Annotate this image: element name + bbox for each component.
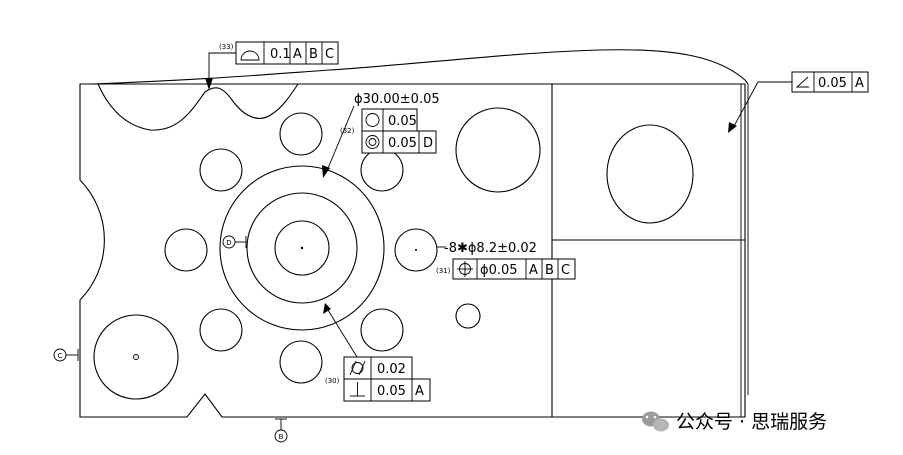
fcf-profile-datum-c: C bbox=[325, 47, 334, 62]
callout-ref: (31) bbox=[436, 267, 451, 275]
datum-c-label: C bbox=[58, 352, 63, 360]
hole bbox=[199, 308, 243, 352]
fcf-position-tolerance: ϕ0.05 bbox=[480, 263, 518, 278]
cylindricity-icon bbox=[349, 360, 366, 376]
fcf-profile-datum-a: A bbox=[293, 47, 302, 62]
leader-arrow bbox=[322, 165, 330, 178]
small-hole bbox=[455, 303, 481, 329]
fcf-concentricity-frame bbox=[361, 130, 437, 154]
watermark-text: 公众号 · 思瑞服务 bbox=[676, 411, 827, 433]
fcf-profile-tolerance: 0.1 bbox=[270, 47, 291, 62]
wechat-icon bbox=[642, 411, 669, 432]
fcf-perpendicularity-frame bbox=[343, 378, 431, 402]
leader-line bbox=[325, 105, 355, 174]
datum-d-marker bbox=[222, 235, 236, 249]
fcf-position-datum-a: A bbox=[529, 263, 538, 278]
leader-line bbox=[732, 81, 792, 129]
leader-line bbox=[208, 52, 236, 86]
fcf-angularity-tolerance: 0.05 bbox=[818, 76, 847, 91]
fcf-perpendicularity-datum: A bbox=[415, 384, 424, 399]
callout-ref: (32) bbox=[340, 127, 355, 135]
angularity-icon bbox=[795, 76, 809, 88]
bore-middle-ring bbox=[246, 192, 358, 304]
bore-inner-ring bbox=[274, 220, 330, 276]
hole bbox=[360, 148, 404, 192]
datum-d-label: D bbox=[226, 239, 231, 247]
fcf-position-frame bbox=[452, 258, 576, 280]
leader-arrow bbox=[205, 78, 213, 90]
hole bbox=[279, 112, 323, 156]
hole bbox=[164, 228, 208, 272]
bore-outer-ring bbox=[219, 165, 385, 331]
position-icon bbox=[457, 261, 473, 277]
bottom-left-bore bbox=[93, 314, 179, 400]
profile-of-surface-icon bbox=[240, 50, 260, 61]
fcf-concentricity-tolerance: 0.05 bbox=[388, 136, 417, 151]
datum-b-marker bbox=[274, 429, 288, 443]
large-hole bbox=[455, 107, 541, 193]
datum-c-marker bbox=[53, 348, 67, 362]
callout-ref: (30) bbox=[325, 377, 340, 385]
callout-ref: (33) bbox=[219, 43, 234, 51]
hole bbox=[394, 228, 438, 272]
fcf-concentricity-datum: D bbox=[423, 136, 433, 151]
bore-center-dot bbox=[300, 246, 304, 250]
perpendicularity-icon bbox=[350, 382, 365, 397]
fcf-circularity-tolerance: 0.05 bbox=[388, 114, 417, 129]
fcf-profile-datum-b: B bbox=[309, 47, 318, 62]
leader-arrow bbox=[728, 122, 737, 133]
hole bbox=[279, 340, 323, 384]
fcf-perpendicularity-tolerance: 0.05 bbox=[377, 384, 406, 399]
top-surface-curve bbox=[91, 49, 749, 85]
holes-size-label: -8✱ϕ8.2±0.02 bbox=[444, 241, 537, 256]
fcf-position-datum-b: B bbox=[545, 263, 554, 278]
scalloped-edge bbox=[97, 83, 299, 131]
datum-b-label: B bbox=[279, 433, 284, 441]
bottom-left-bore-center bbox=[133, 354, 139, 360]
fcf-cylindricity-tolerance: 0.02 bbox=[377, 362, 406, 377]
leader-line bbox=[327, 309, 358, 358]
concentricity-icon bbox=[365, 135, 380, 149]
circularity-icon bbox=[365, 113, 380, 127]
hole-center-dot bbox=[415, 249, 417, 251]
pocket-ellipse bbox=[606, 124, 694, 224]
leader-arrow bbox=[323, 303, 331, 314]
hole bbox=[199, 148, 243, 192]
fcf-angularity-datum: A bbox=[855, 76, 864, 91]
bore-size-label: ϕ30.00±0.05 bbox=[354, 92, 440, 107]
part-outline bbox=[79, 83, 746, 418]
hole bbox=[360, 308, 404, 352]
fcf-position-datum-c: C bbox=[561, 263, 570, 278]
